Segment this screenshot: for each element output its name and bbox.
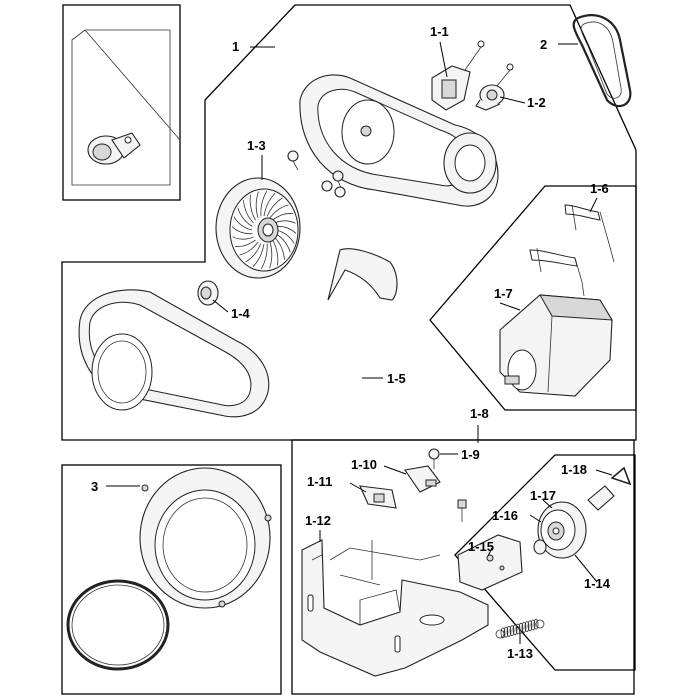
label-part-1-16: 1-16 (492, 508, 518, 523)
part-1-6-motor-clamps (529, 204, 615, 297)
label-assembly-1: 1 (232, 39, 239, 54)
assembly-1-frame (61, 4, 637, 441)
impeller-blade (255, 191, 259, 219)
assembly-1-8-frame (291, 439, 635, 695)
inset-box-top-left (62, 4, 181, 201)
spring-coil (509, 625, 515, 636)
impeller-blade (260, 243, 268, 270)
impeller-blade (272, 213, 294, 221)
part-1-13-idler-spring (495, 618, 545, 639)
label-part-1-9: 1-9 (461, 447, 480, 462)
label-part-1-4: 1-4 (231, 306, 251, 321)
part-1-2-thermostat (475, 63, 514, 111)
spring-coil (506, 626, 512, 637)
part-1-10-door-switch (404, 465, 441, 493)
label-part-1-1: 1-1 (430, 24, 449, 39)
impeller-blade (245, 243, 262, 263)
part-1-6-1-7-frame (429, 185, 637, 411)
spring-coil (500, 627, 506, 639)
label-part-3: 3 (91, 479, 98, 494)
impeller-blade (269, 241, 273, 269)
part-1-11-idler-switch (359, 485, 397, 509)
impeller-blade (232, 236, 254, 240)
part-3-rear-bulkhead (139, 467, 272, 609)
part-1-16-idler-pulley (533, 501, 587, 559)
spring-coil (524, 621, 530, 632)
part-1-15-idler-bracket (457, 534, 523, 591)
label-part-1-7: 1-7 (494, 286, 513, 301)
bracket-screw (457, 499, 467, 522)
label-part-1-10: 1-10 (351, 457, 377, 472)
part-1-1-thermal-fuse (431, 40, 485, 111)
impeller-blade (274, 236, 285, 260)
label-part-1-2: 1-2 (527, 95, 546, 110)
label-part-1-14: 1-14 (584, 576, 611, 591)
impeller-blade (233, 216, 253, 231)
part-1-18-retaining-clip (610, 466, 632, 486)
drive-belt-part-2 (572, 14, 632, 108)
label-part-1-17: 1-17 (530, 488, 556, 503)
spring-coil (530, 619, 536, 631)
label-part-1-11: 1-11 (307, 474, 332, 489)
impeller-blade (243, 200, 254, 224)
part-1-17-pulley-shaft (587, 485, 615, 511)
duct-seal (327, 248, 398, 301)
label-part-1-3: 1-3 (247, 138, 266, 153)
impeller-blade (239, 241, 259, 256)
spring-coil (521, 622, 527, 633)
part-1-9-screw (428, 448, 440, 469)
label-part-1-6: 1-6 (590, 181, 609, 196)
spring-coil (512, 624, 518, 636)
label-part-1-12: 1-12 (305, 513, 331, 528)
screws (287, 150, 346, 198)
impeller-blade (231, 226, 253, 235)
part-1-4-impeller-nut (197, 280, 219, 306)
impeller-blade (269, 204, 289, 219)
part-1-5-blower-cover (78, 289, 270, 418)
label-part-1-5: 1-5 (387, 371, 406, 386)
impeller-blade (263, 193, 276, 217)
impeller-blade (237, 207, 253, 227)
inset-motor-thumbnail (71, 29, 181, 186)
impeller-blade (234, 239, 256, 247)
spring-coil (518, 622, 524, 634)
spring-coil (533, 618, 539, 630)
label-part-1-18: 1-18 (561, 462, 587, 477)
label-part-2: 2 (540, 37, 547, 52)
spring-coil (515, 623, 521, 635)
part-1-12-motor-mount-base (301, 539, 489, 677)
part-3-felt-seal (66, 579, 170, 671)
part-1-3-blower-impeller (215, 177, 301, 279)
leader-lines (106, 41, 613, 644)
impeller-blade (252, 243, 265, 267)
label-assembly-1-8: 1-8 (470, 406, 489, 421)
spring-coil (527, 620, 533, 632)
label-part-1-15: 1-15 (468, 539, 494, 554)
part-1-14-frame (454, 454, 636, 671)
impeller-blade (272, 239, 279, 266)
impeller-blade (266, 197, 283, 217)
label-part-1-13: 1-13 (507, 646, 533, 661)
impeller-blade (260, 190, 268, 217)
blower-housing-rear (299, 74, 499, 207)
impeller-blade (249, 194, 256, 221)
assembly-3-frame (61, 464, 282, 695)
part-1-7-drive-motor (499, 294, 613, 397)
